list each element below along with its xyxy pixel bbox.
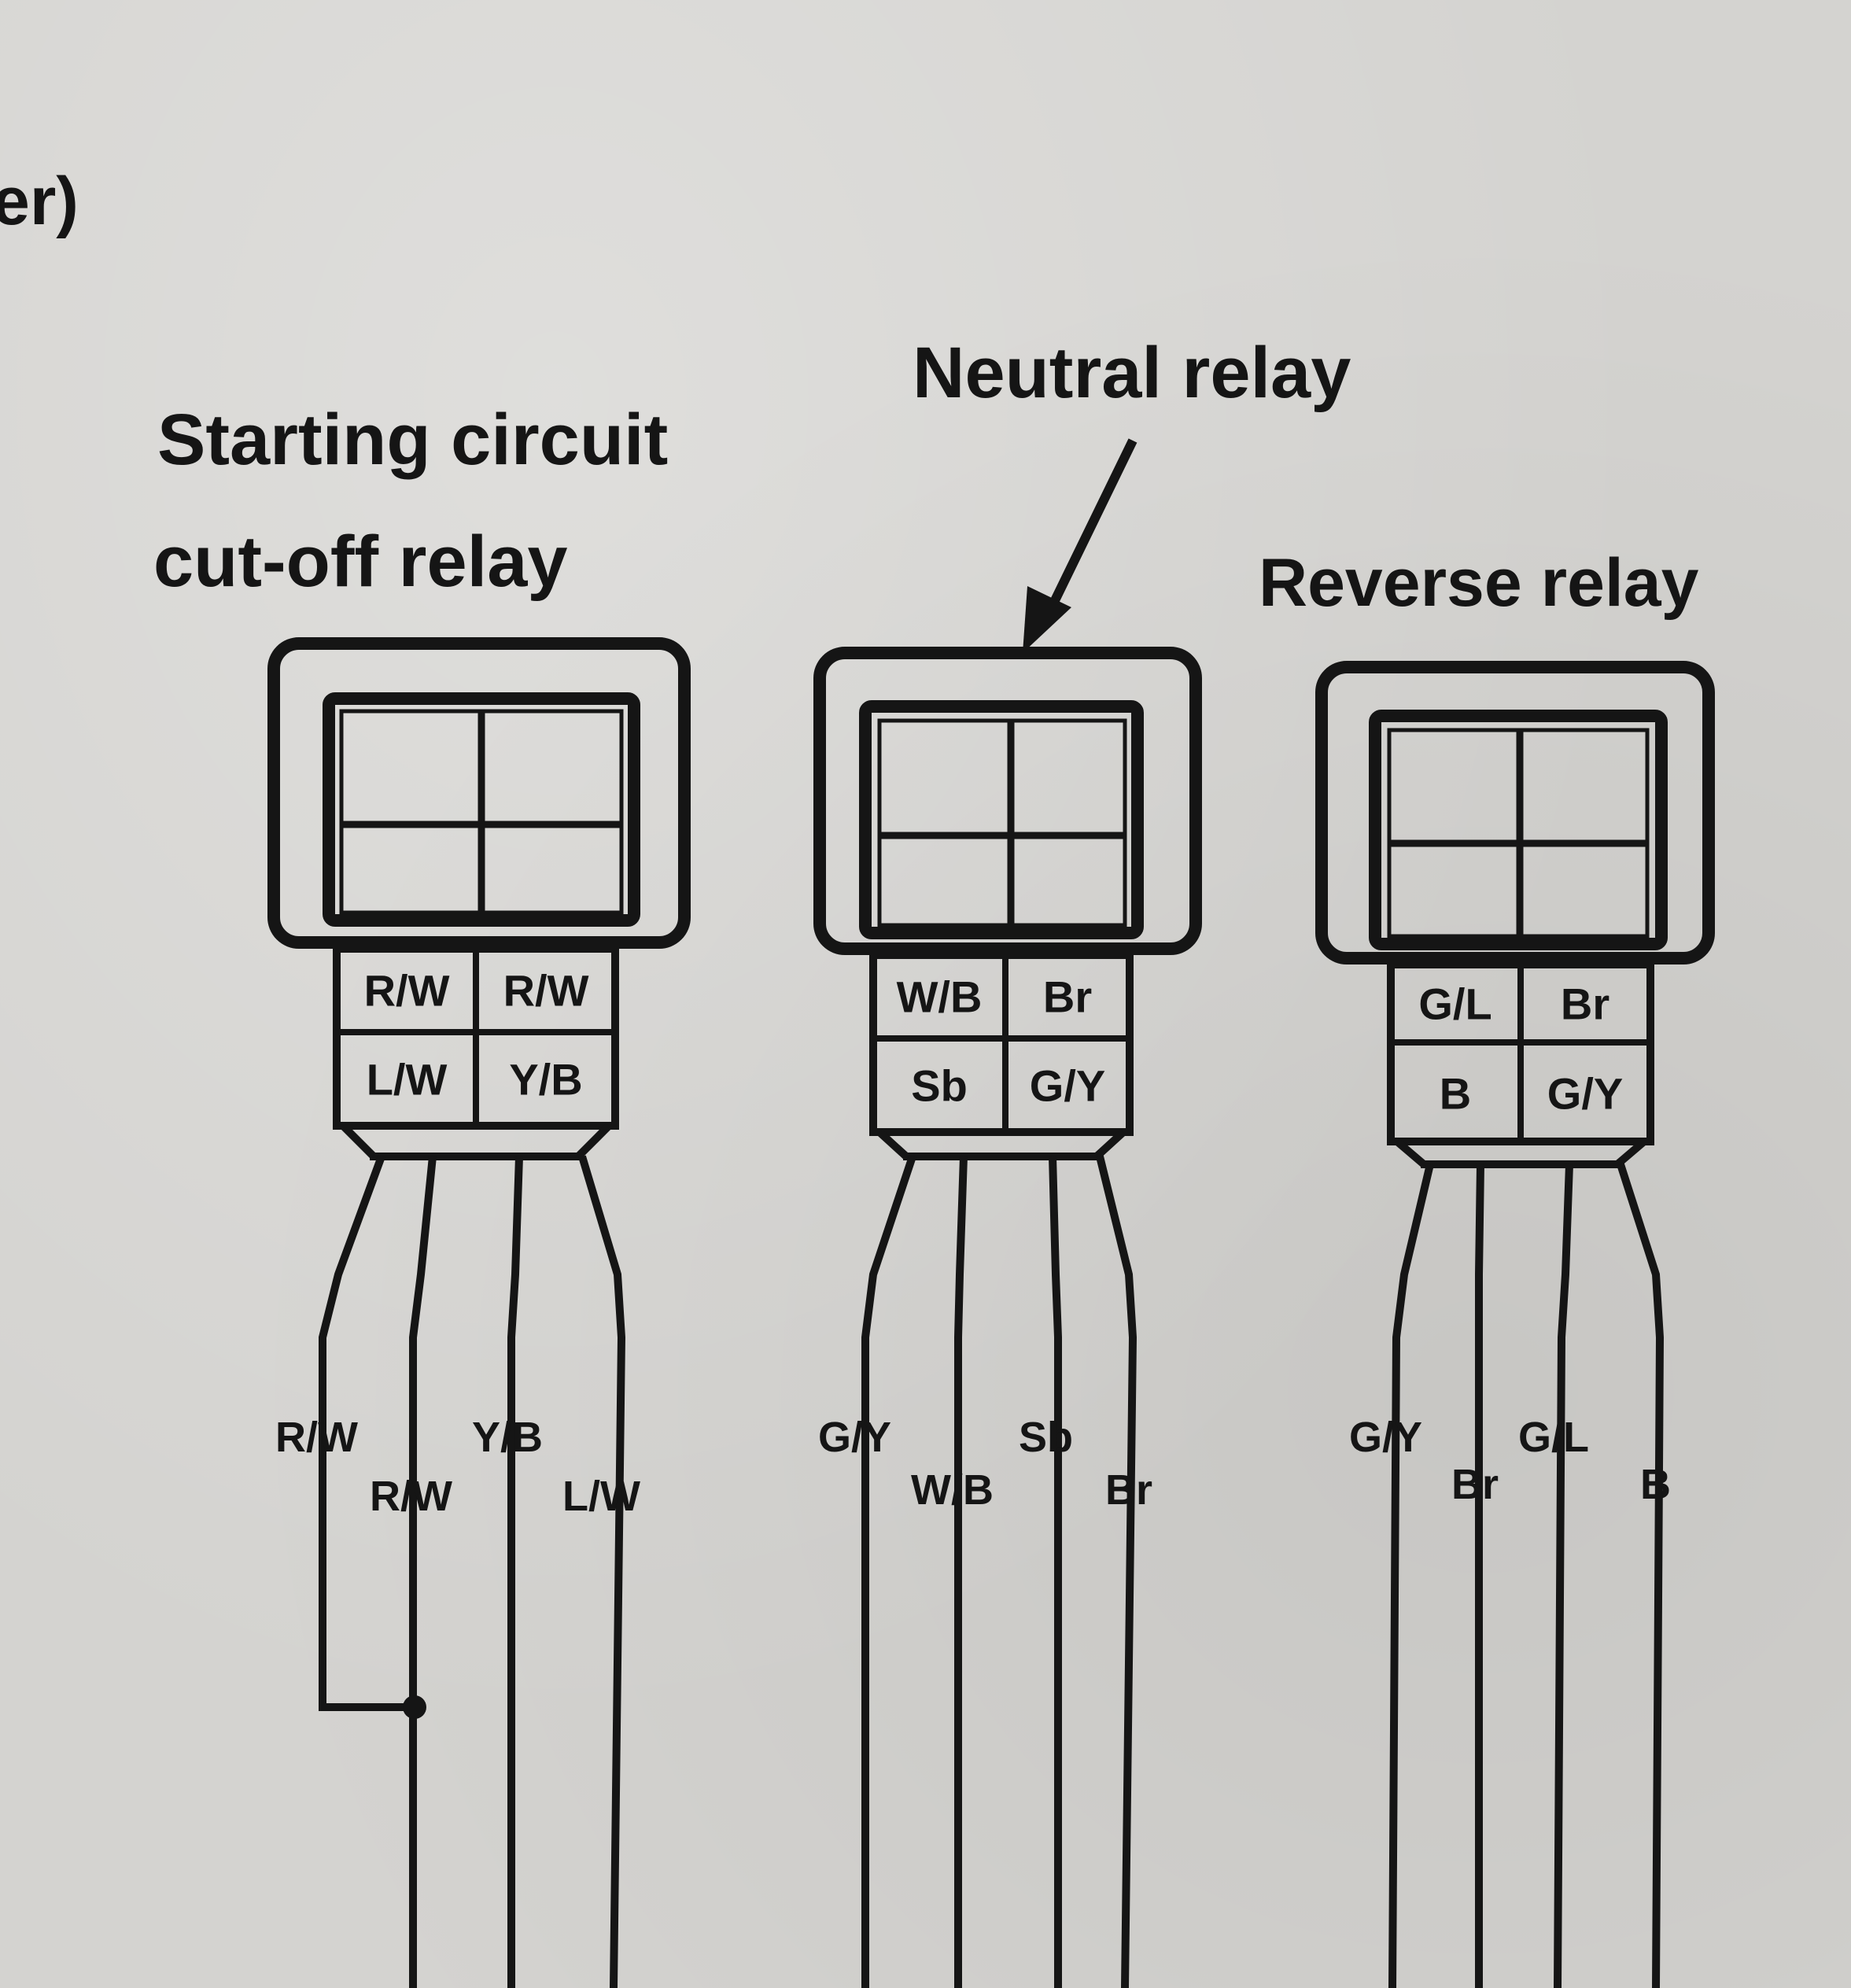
neutral-wire-label-2: W/B <box>911 1466 994 1514</box>
starting-relay-title-line2: cut-off relay <box>153 522 568 602</box>
starting-wire-label-1: R/W <box>275 1414 358 1461</box>
starting-wire-label-2: R/W <box>370 1473 452 1520</box>
starting-relay-wires <box>319 1155 626 1988</box>
reverse-wire-label-1: G/Y <box>1349 1414 1422 1461</box>
starting-pin-bottom-right: Y/B <box>509 1055 582 1105</box>
starting-wire-label-3: Y/B <box>472 1414 543 1461</box>
reverse-relay-title: Reverse relay <box>1259 545 1699 621</box>
neutral-wire-label-3: Sb <box>1019 1414 1073 1461</box>
neutral-pin-top-left: W/B <box>897 972 983 1022</box>
starting-wire-label-4: L/W <box>562 1473 640 1520</box>
reverse-relay-wires <box>1388 1163 1665 1988</box>
neutral-pin-bottom-right: G/Y <box>1030 1061 1105 1111</box>
reverse-wire-label-4: B <box>1640 1461 1671 1508</box>
reverse-relay-connector <box>1315 661 1715 1168</box>
neutral-relay-title: Neutral relay <box>913 333 1351 413</box>
neutral-pin-top-right: Br <box>1043 972 1092 1022</box>
cut-off-heading-fragment: er) <box>0 164 79 239</box>
reverse-pin-bottom-left: B <box>1440 1069 1471 1119</box>
neutral-wire-label-4: Br <box>1105 1466 1152 1514</box>
starting-wire-junction <box>403 1695 426 1719</box>
reverse-wire-label-2: Br <box>1451 1461 1499 1508</box>
neutral-pin-bottom-left: Sb <box>911 1061 968 1111</box>
neutral-relay-connector <box>813 647 1202 1160</box>
neutral-wire-label-1: G/Y <box>818 1414 891 1461</box>
starting-relay-connector <box>267 637 691 1160</box>
reverse-pin-top-right: Br <box>1561 979 1609 1029</box>
reverse-pin-top-left: G/L <box>1418 979 1491 1029</box>
neutral-relay-wires <box>861 1155 1138 1988</box>
starting-pin-top-left: R/W <box>364 966 450 1016</box>
starting-pin-top-right: R/W <box>503 966 589 1016</box>
reverse-wire-label-3: G/L <box>1518 1414 1589 1461</box>
neutral-relay-arrow <box>1023 438 1138 653</box>
starting-relay-title-line1: Starting circuit <box>157 400 668 480</box>
reverse-pin-bottom-right: G/Y <box>1547 1069 1623 1119</box>
starting-pin-bottom-left: L/W <box>367 1055 448 1105</box>
